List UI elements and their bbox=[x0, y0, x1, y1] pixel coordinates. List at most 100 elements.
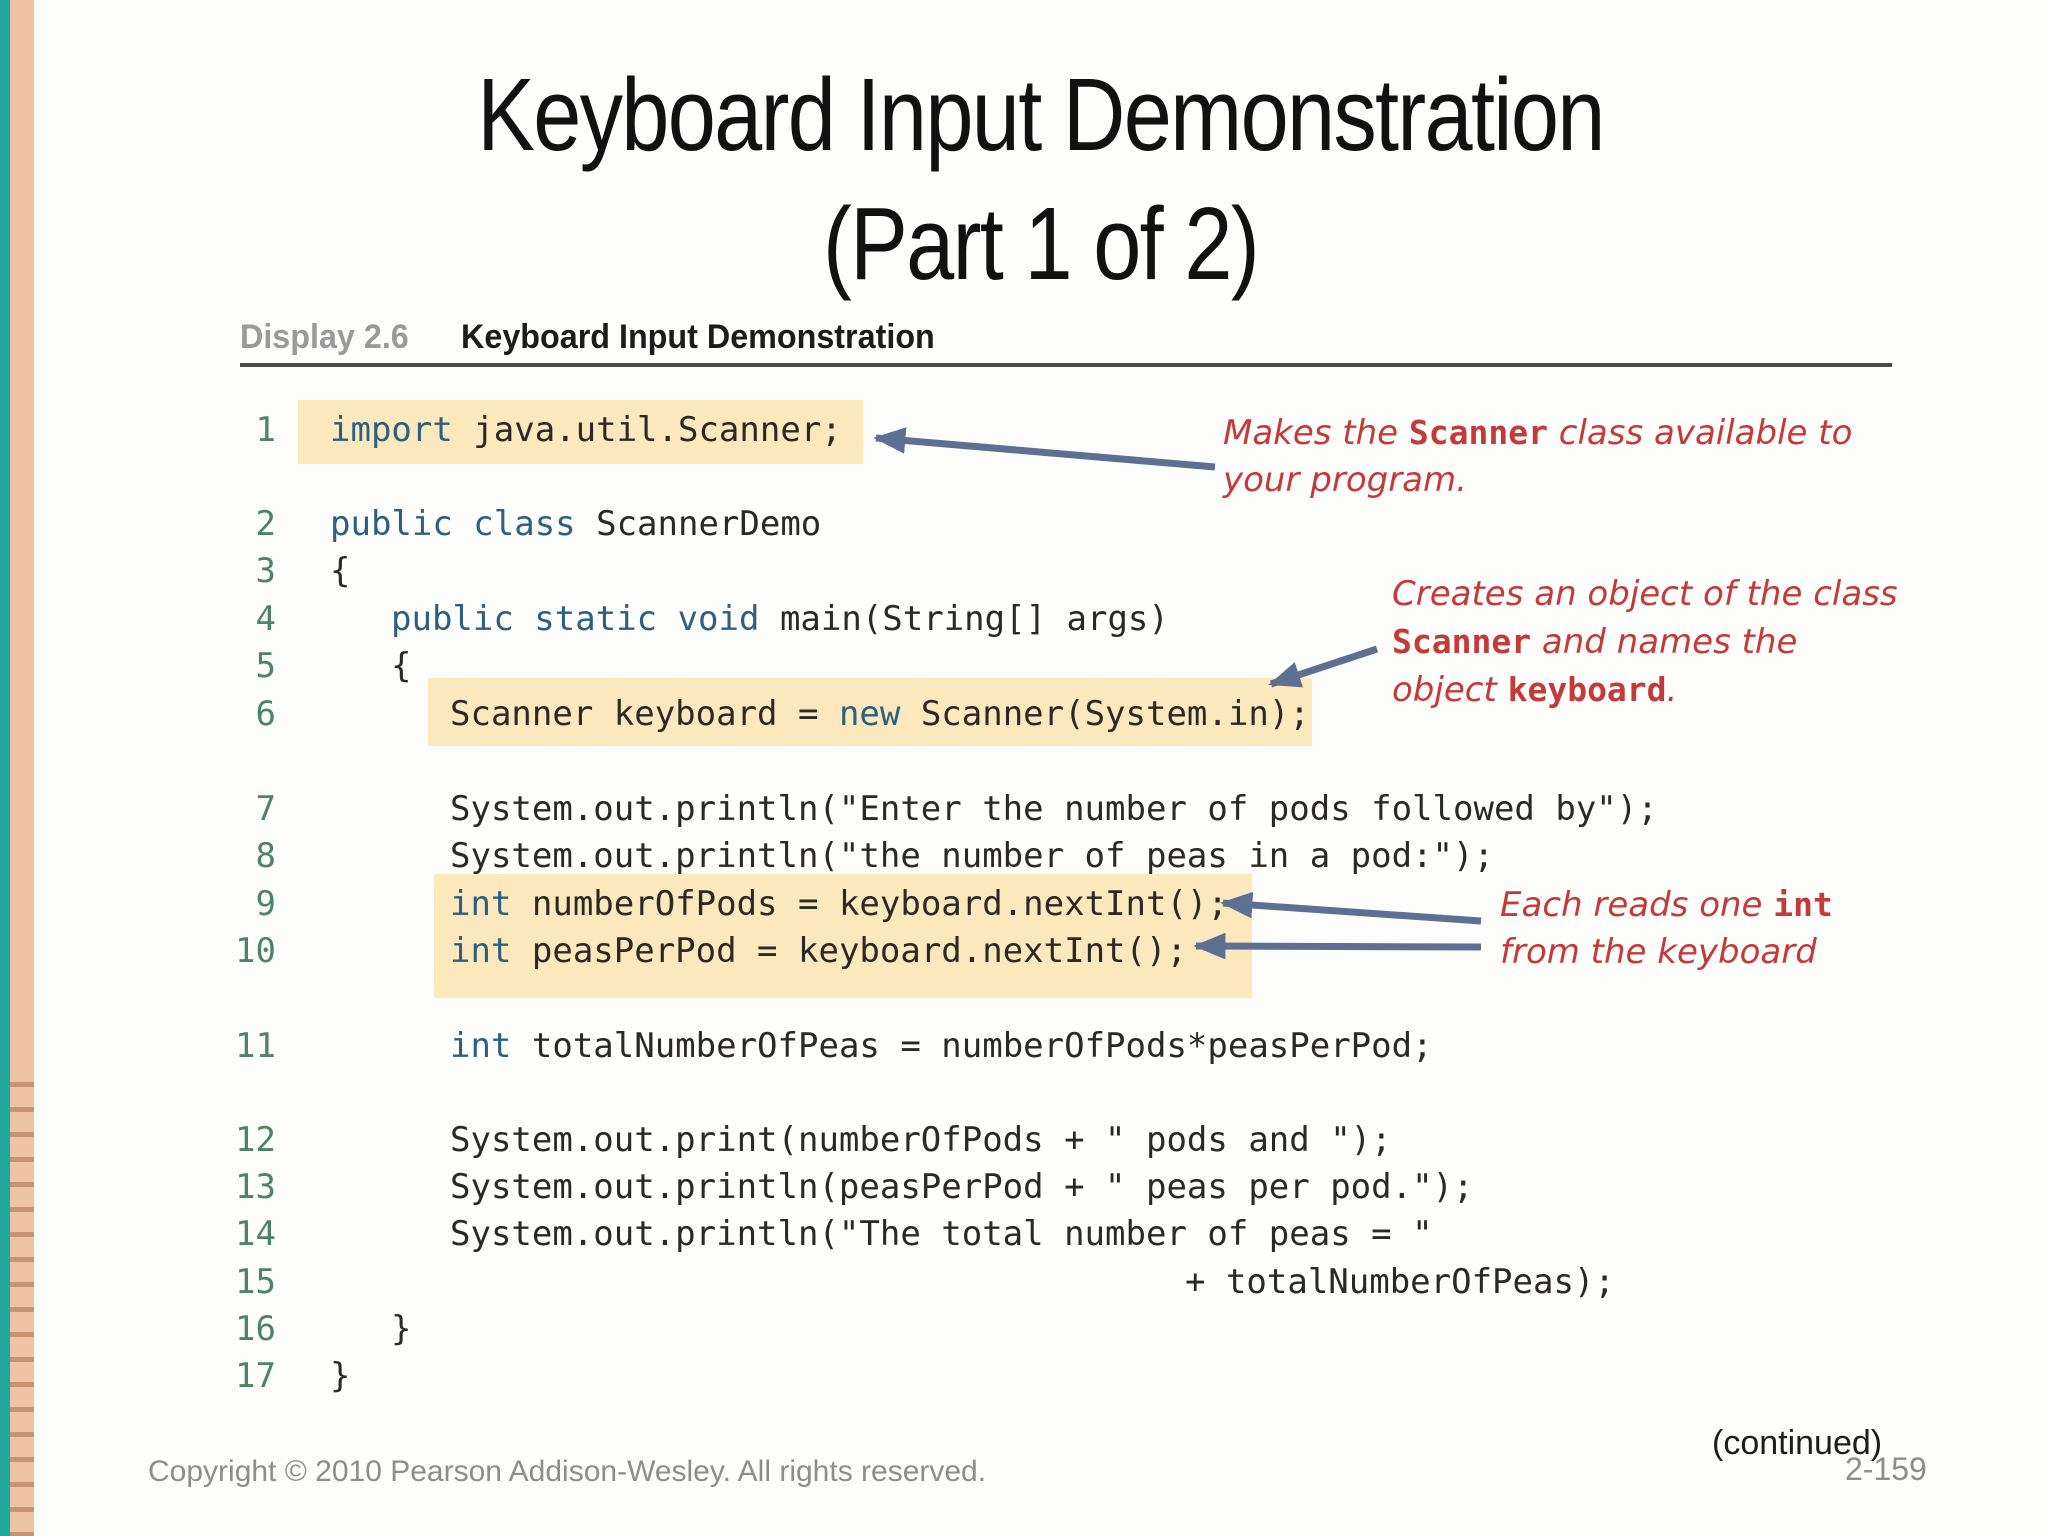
code-text: System.out.println("Enter the number of … bbox=[450, 785, 1658, 833]
code-line: 10 int peasPerPod = keyboard.nextInt(); bbox=[0, 927, 2048, 975]
slide-title-line2: (Part 1 of 2) bbox=[823, 186, 1260, 301]
line-number: 1 bbox=[255, 410, 276, 450]
annotation-line: Scanner and names the bbox=[1392, 618, 1898, 666]
line-number: 10 bbox=[235, 931, 276, 971]
code-line: 5{ bbox=[0, 642, 2048, 690]
code-highlight bbox=[434, 874, 1252, 998]
annotation-code-word: keyboard bbox=[1507, 670, 1667, 709]
code-keyword: int bbox=[450, 1026, 512, 1066]
code-line: 8 System.out.println("the number of peas … bbox=[0, 832, 2048, 880]
annotation-line: Each reads one int bbox=[1500, 881, 1833, 929]
code-segment: } bbox=[391, 1309, 412, 1349]
annotation-text: . bbox=[1666, 670, 1678, 710]
line-number: 8 bbox=[255, 836, 276, 876]
code-line: 7 System.out.println("Enter the number of… bbox=[0, 785, 2048, 833]
slide-title-line1: Keyboard Input Demonstration bbox=[477, 57, 1605, 172]
code-segment: System.out.println(peasPerPod + " peas p… bbox=[450, 1167, 1474, 1207]
code-text: Scanner keyboard = new Scanner(System.in… bbox=[450, 690, 1310, 738]
annotation-code-word: Scanner bbox=[1392, 622, 1532, 661]
footer-continued: (continued) bbox=[1712, 1424, 1883, 1462]
code-keyword: new bbox=[838, 694, 901, 734]
code-line: 11 int totalNumberOfPeas = numberOfPods*p… bbox=[0, 1022, 2048, 1070]
code-text: int peasPerPod = keyboard.nextInt(); bbox=[450, 927, 1187, 975]
code-line: 1 import java.util.Scanner; bbox=[0, 406, 2048, 454]
code-text: import java.util.Scanner; bbox=[330, 406, 842, 454]
code-text: System.out.println("the number of peas i… bbox=[450, 832, 1494, 880]
slide-title: Keyboard Input Demonstration (Part 1 of 2… bbox=[194, 50, 1887, 308]
line-number: 5 bbox=[255, 646, 276, 686]
code-text: { bbox=[391, 642, 411, 690]
footer-copyright: Copyright © 2010 Pearson Addison-Wesley.… bbox=[148, 1455, 987, 1488]
code-text: public class ScannerDemo bbox=[330, 500, 821, 548]
line-number: 4 bbox=[255, 599, 276, 639]
code-segment: Scanner keyboard = bbox=[450, 694, 839, 734]
code-line: 2 public class ScannerDemo bbox=[0, 500, 2048, 548]
line-number: 11 bbox=[235, 1026, 276, 1066]
code-segment: java.util.Scanner; bbox=[452, 410, 842, 450]
annotation-text: object bbox=[1392, 670, 1508, 710]
code-text: + totalNumberOfPeas); bbox=[1185, 1258, 1615, 1306]
code-line: 4 public static void main(String[] args) bbox=[0, 595, 2048, 643]
footer-page-number: 2-159 bbox=[1845, 1451, 1927, 1487]
code-text: System.out.println("The total number of … bbox=[450, 1210, 1433, 1258]
display-header: Display 2.6 Keyboard Input Demonstration bbox=[240, 318, 935, 357]
code-line: 15 + totalNumberOfPeas); bbox=[0, 1258, 2048, 1306]
code-segment: + totalNumberOfPeas); bbox=[1185, 1262, 1615, 1302]
annotation-line: Creates an object of the class bbox=[1392, 571, 1898, 618]
code-segment: totalNumberOfPeas = numberOfPods*peasPer… bbox=[511, 1026, 1433, 1066]
annotation-text: class available to bbox=[1547, 413, 1853, 453]
line-number: 14 bbox=[235, 1214, 276, 1254]
left-border-notebook bbox=[10, 0, 34, 1536]
annotation-code-word: Scanner bbox=[1408, 413, 1548, 452]
display-label: Display 2.6 bbox=[240, 318, 409, 356]
line-number: 2 bbox=[255, 504, 276, 544]
line-number: 12 bbox=[235, 1120, 276, 1160]
annotation-line: Makes the Scanner class available to bbox=[1223, 409, 1852, 457]
code-keyword: int bbox=[450, 884, 512, 924]
code-keyword: import bbox=[330, 410, 453, 450]
code-text: int totalNumberOfPeas = numberOfPods*pea… bbox=[450, 1022, 1433, 1070]
code-segment: System.out.println("The total number of … bbox=[450, 1214, 1433, 1254]
annotation-text: Each reads one bbox=[1500, 885, 1774, 925]
code-text: public static void main(String[] args) bbox=[391, 595, 1169, 643]
line-number: 13 bbox=[235, 1167, 276, 1207]
annotation-text: from the keyboard bbox=[1500, 932, 1817, 972]
code-line: 16} bbox=[0, 1305, 2048, 1353]
code-segment: Scanner(System.in); bbox=[900, 694, 1310, 734]
code-keyword: public class bbox=[330, 504, 576, 544]
code-text: System.out.println(peasPerPod + " peas p… bbox=[450, 1163, 1474, 1211]
code-text: } bbox=[391, 1305, 411, 1353]
code-segment: main(String[] args) bbox=[759, 599, 1169, 639]
annotation-line: your program. bbox=[1223, 457, 1852, 504]
code-segment: System.out.println("the number of peas i… bbox=[450, 836, 1494, 876]
code-segment: ScannerDemo bbox=[575, 504, 822, 544]
line-number: 15 bbox=[235, 1262, 276, 1302]
code-text: } bbox=[330, 1352, 350, 1400]
annotation-text: your program. bbox=[1223, 460, 1467, 500]
annotation-line: from the keyboard bbox=[1500, 929, 1833, 976]
annotation-text: and names the bbox=[1531, 622, 1798, 662]
code-segment: System.out.println("Enter the number of … bbox=[450, 789, 1658, 829]
left-border-teal bbox=[0, 0, 10, 1536]
code-highlight bbox=[428, 678, 1312, 746]
line-number: 3 bbox=[255, 551, 276, 591]
code-segment: } bbox=[330, 1356, 351, 1396]
code-line: 12 System.out.print(numberOfPods + " pods… bbox=[0, 1116, 2048, 1164]
code-segment: peasPerPod = keyboard.nextInt(); bbox=[511, 931, 1187, 971]
code-text: { bbox=[330, 547, 350, 595]
code-segment: { bbox=[330, 551, 351, 591]
annotation-code-word: int bbox=[1773, 885, 1833, 924]
code-text: System.out.print(numberOfPods + " pods a… bbox=[450, 1116, 1392, 1164]
line-number: 7 bbox=[255, 789, 276, 829]
code-line: 14 System.out.println("The total number o… bbox=[0, 1210, 2048, 1258]
code-line: 13 System.out.println(peasPerPod + " peas… bbox=[0, 1163, 2048, 1211]
code-keyword: int bbox=[450, 931, 512, 971]
code-text: int numberOfPods = keyboard.nextInt(); bbox=[450, 880, 1228, 928]
code-keyword: public static void bbox=[391, 599, 760, 639]
display-header-title: Keyboard Input Demonstration bbox=[461, 318, 935, 356]
